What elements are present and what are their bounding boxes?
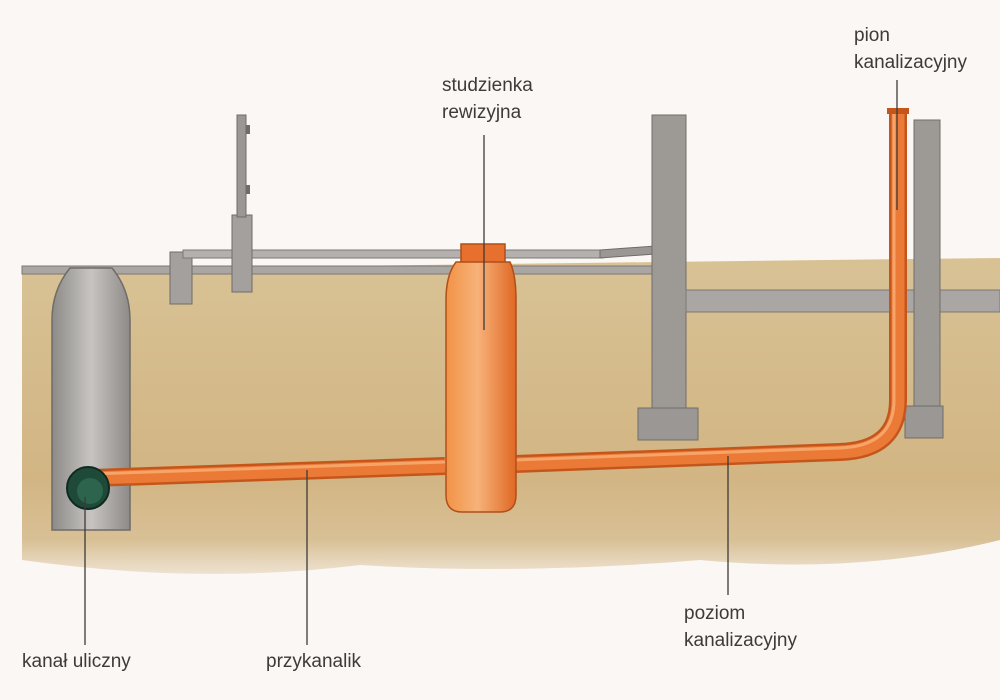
horizontal-sewer-pipe [514,108,909,473]
connection-pipe-label-text: przykanalik [266,651,362,672]
horizontal-sewer-label-line2: kanalizacyjny [684,630,797,651]
building-foundation [637,114,1000,441]
horizontal-sewer-label-line1: poziom [684,603,746,624]
ground-surface [21,265,663,275]
street-sewer-pipe [66,466,110,510]
fence [169,114,656,305]
inspection-well-label: studzienka rewizyjna [442,72,533,126]
vertical-stack-label-line1: pion [854,25,890,46]
street-sewer-label-text: kanał uliczny [22,651,131,672]
inspection-well-label-line1: studzienka [442,75,533,96]
connection-pipe [91,457,446,487]
vertical-stack-label-line2: kanalizacyjny [854,52,967,73]
inspection-well [445,243,517,513]
horizontal-sewer-label: poziom kanalizacyjny [684,600,797,654]
street-sewer-label: kanał uliczny [22,648,131,675]
street-manhole [51,267,131,531]
vertical-stack-label: pion kanalizacyjny [854,22,967,76]
connection-pipe-label: przykanalik [266,648,361,675]
inspection-well-label-line2: rewizyjna [442,102,522,123]
leader-lines [84,80,898,645]
